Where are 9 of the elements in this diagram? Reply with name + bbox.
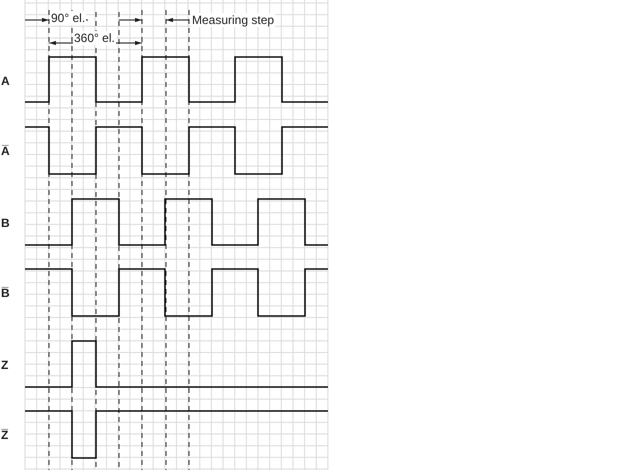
signal-name: A̅ bbox=[0, 144, 11, 158]
signal-name: B bbox=[0, 216, 11, 230]
signal-name: Z bbox=[0, 358, 10, 372]
signal-name: A bbox=[0, 74, 11, 88]
dimension-label: 90° el. bbox=[50, 11, 86, 25]
dimension-label: Measuring step bbox=[191, 13, 276, 27]
dimension-label: 360° el. bbox=[73, 31, 116, 45]
signal-name: B̅ bbox=[0, 286, 11, 300]
signal-name: Z̅ bbox=[0, 428, 10, 442]
